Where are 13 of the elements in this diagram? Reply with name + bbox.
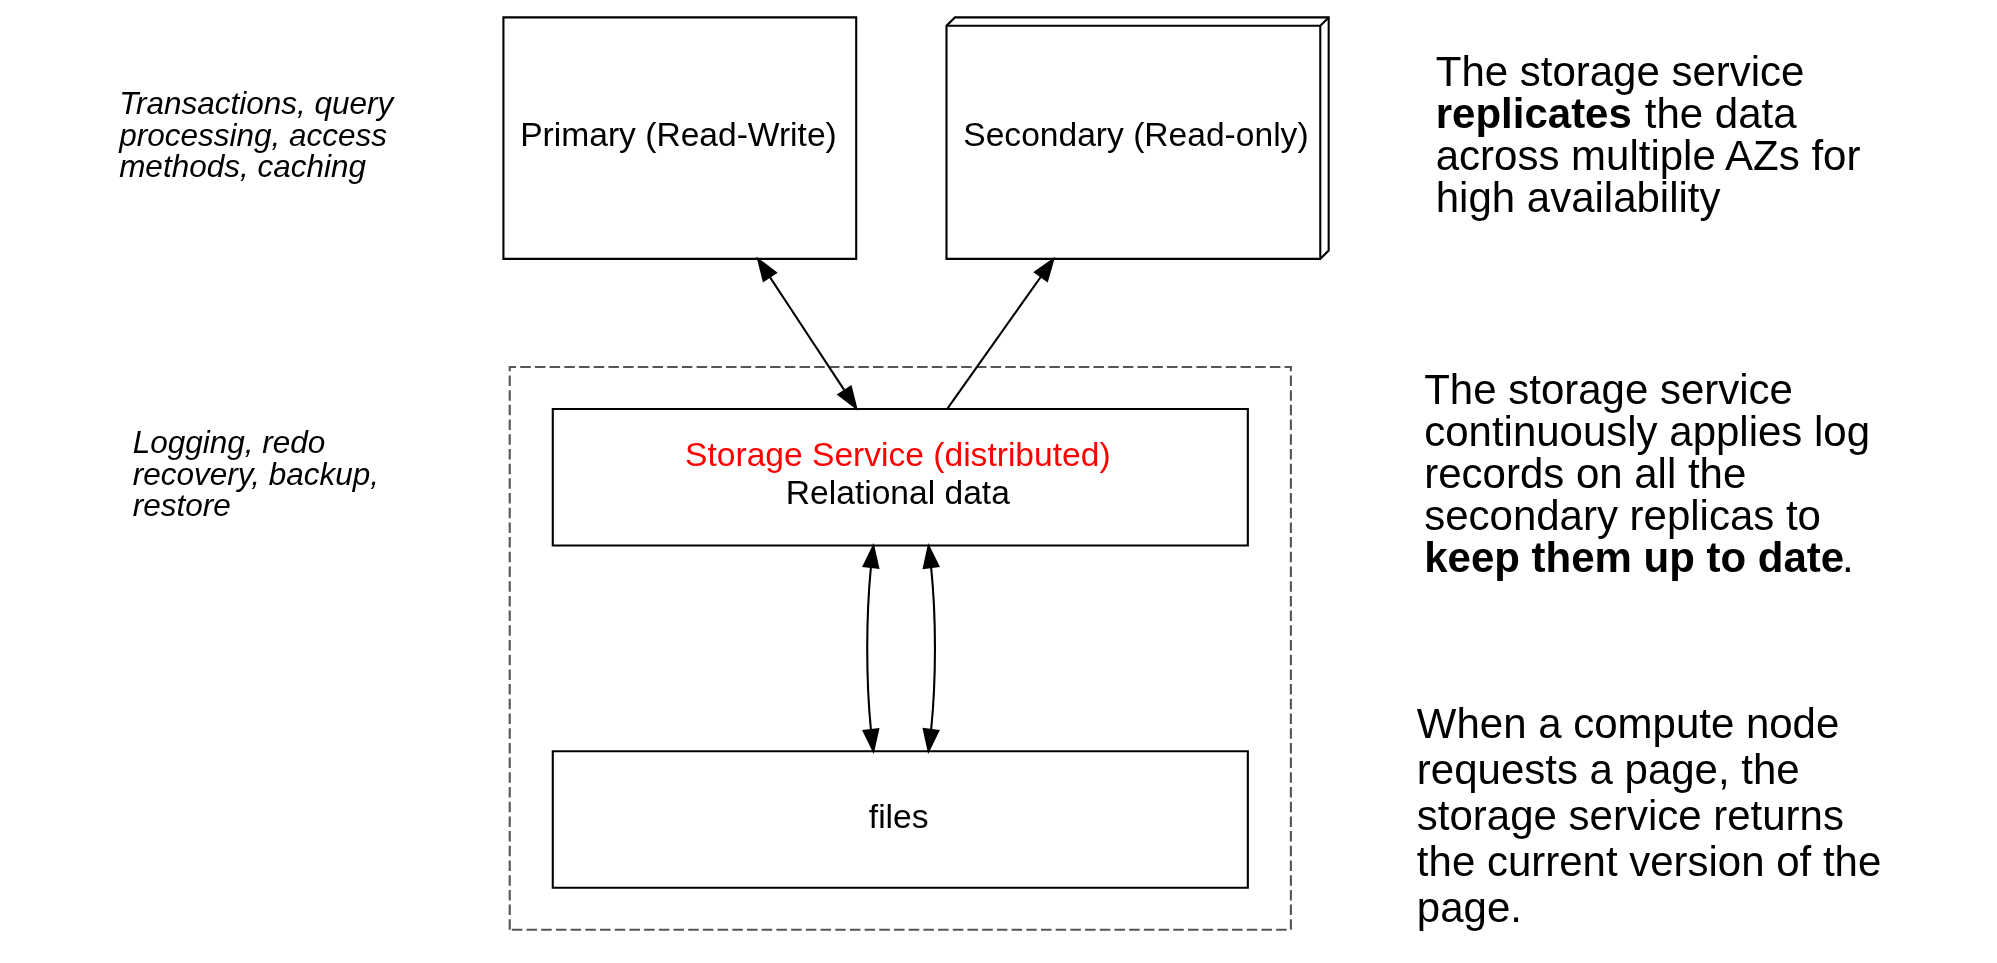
- label: The storage service replicates the data across multiple AZs for high availability: [1435, 47, 1860, 221]
- node-box: files: [551, 749, 1249, 889]
- label: The storage service continuously applies log records on all the secondary replicas to keep them up to date.: [1423, 365, 1870, 581]
- label: Transactions, query processing, access methods, caching: [118, 84, 393, 184]
- node-box: Storage Service (distributed) Relational data: [551, 407, 1249, 547]
- arrow: [755, 256, 858, 411]
- arrow: [921, 542, 940, 754]
- cluster: [508, 365, 1292, 931]
- label: When a compute node requests a page, the storage service returns the current version of the page.: [1416, 699, 1881, 931]
- label: Logging, redo recovery, backup, restore: [132, 423, 379, 523]
- arrow: [861, 542, 880, 754]
- node-box: Primary (Read-Write): [501, 15, 857, 260]
- arrow: [946, 256, 1055, 409]
